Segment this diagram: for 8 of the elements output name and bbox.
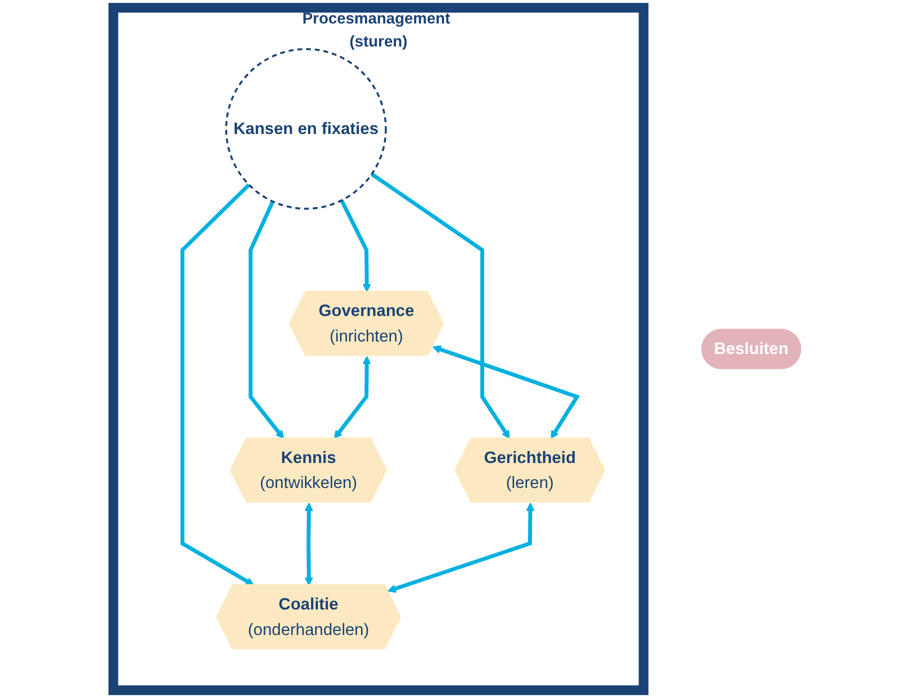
arrow (180, 183, 254, 586)
arrow (248, 200, 284, 439)
arrow (304, 502, 314, 586)
arrow (334, 356, 372, 439)
arrow (432, 345, 580, 439)
arrow (388, 502, 535, 593)
arrow (340, 199, 372, 292)
arrow (370, 172, 510, 439)
